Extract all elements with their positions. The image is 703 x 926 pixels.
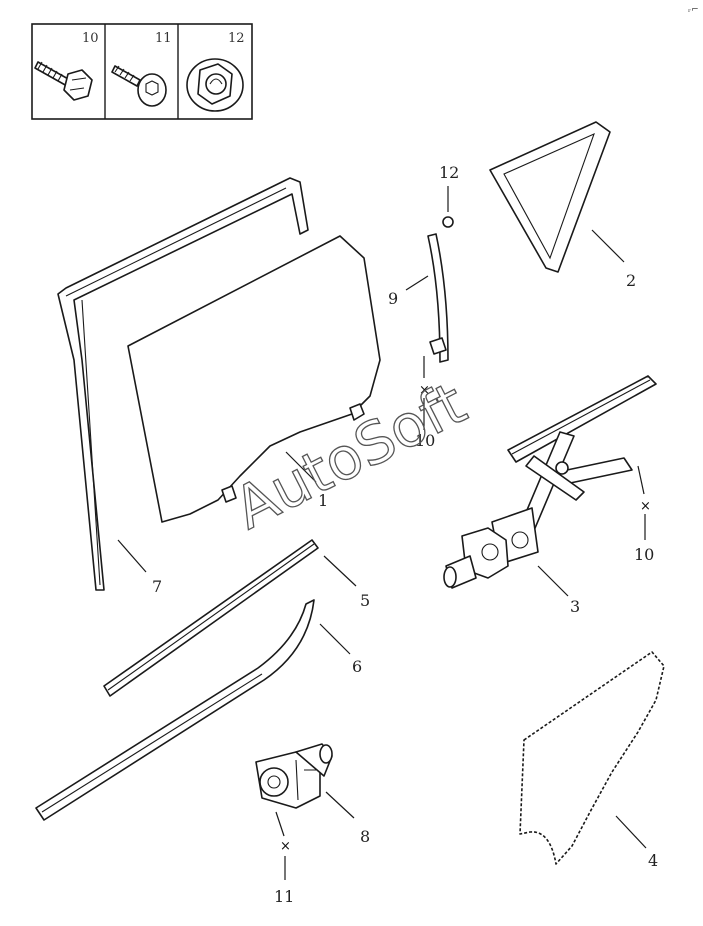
bolt-icon: [34, 61, 93, 101]
callout-12: 12: [439, 163, 459, 182]
callout-5: 5: [360, 591, 370, 610]
callout-7: 7: [152, 577, 162, 596]
window-regulator-3: 3 × 10: [443, 375, 657, 616]
callout-1: 1: [318, 491, 328, 510]
fastener-cross-11: ×: [280, 839, 291, 854]
door-glass-1: 1: [127, 235, 381, 523]
hardware-inset-box: 10 11 12: [31, 23, 253, 120]
callout-10-glass: 10: [415, 431, 435, 450]
callout-2: 2: [626, 271, 636, 290]
callout-3: 3: [570, 597, 580, 616]
hardware-label-10: 10: [82, 31, 99, 46]
quarter-glass-2: 2: [489, 121, 636, 290]
hardware-label-11: 11: [155, 31, 172, 46]
rear-guide-channel-9: 9 12 ×: [388, 163, 459, 430]
torx-screw-icon: [111, 65, 167, 107]
callout-8: 8: [360, 827, 370, 846]
flange-nut-icon: [186, 58, 244, 112]
callout-4: 4: [648, 851, 658, 870]
door-panel-4: 4: [519, 651, 665, 870]
belt-moulding-6: 6: [35, 599, 362, 821]
belt-weatherstrip-5: 5: [103, 539, 370, 697]
callout-9: 9: [388, 289, 398, 308]
callout-10-regulator: 10: [634, 545, 654, 564]
callout-11: 11: [274, 887, 294, 906]
fastener-cross-10: ×: [640, 499, 651, 514]
hardware-label-12: 12: [228, 31, 245, 46]
callout-6: 6: [352, 657, 362, 676]
corner-mark: ᵣ⌐: [688, 5, 699, 15]
door-frame-channel-7: 7: [57, 177, 309, 596]
fastener-cross-9: ×: [419, 383, 430, 398]
regulator-motor-8: 8 × 11: [255, 743, 370, 906]
washer-12: [442, 216, 454, 228]
